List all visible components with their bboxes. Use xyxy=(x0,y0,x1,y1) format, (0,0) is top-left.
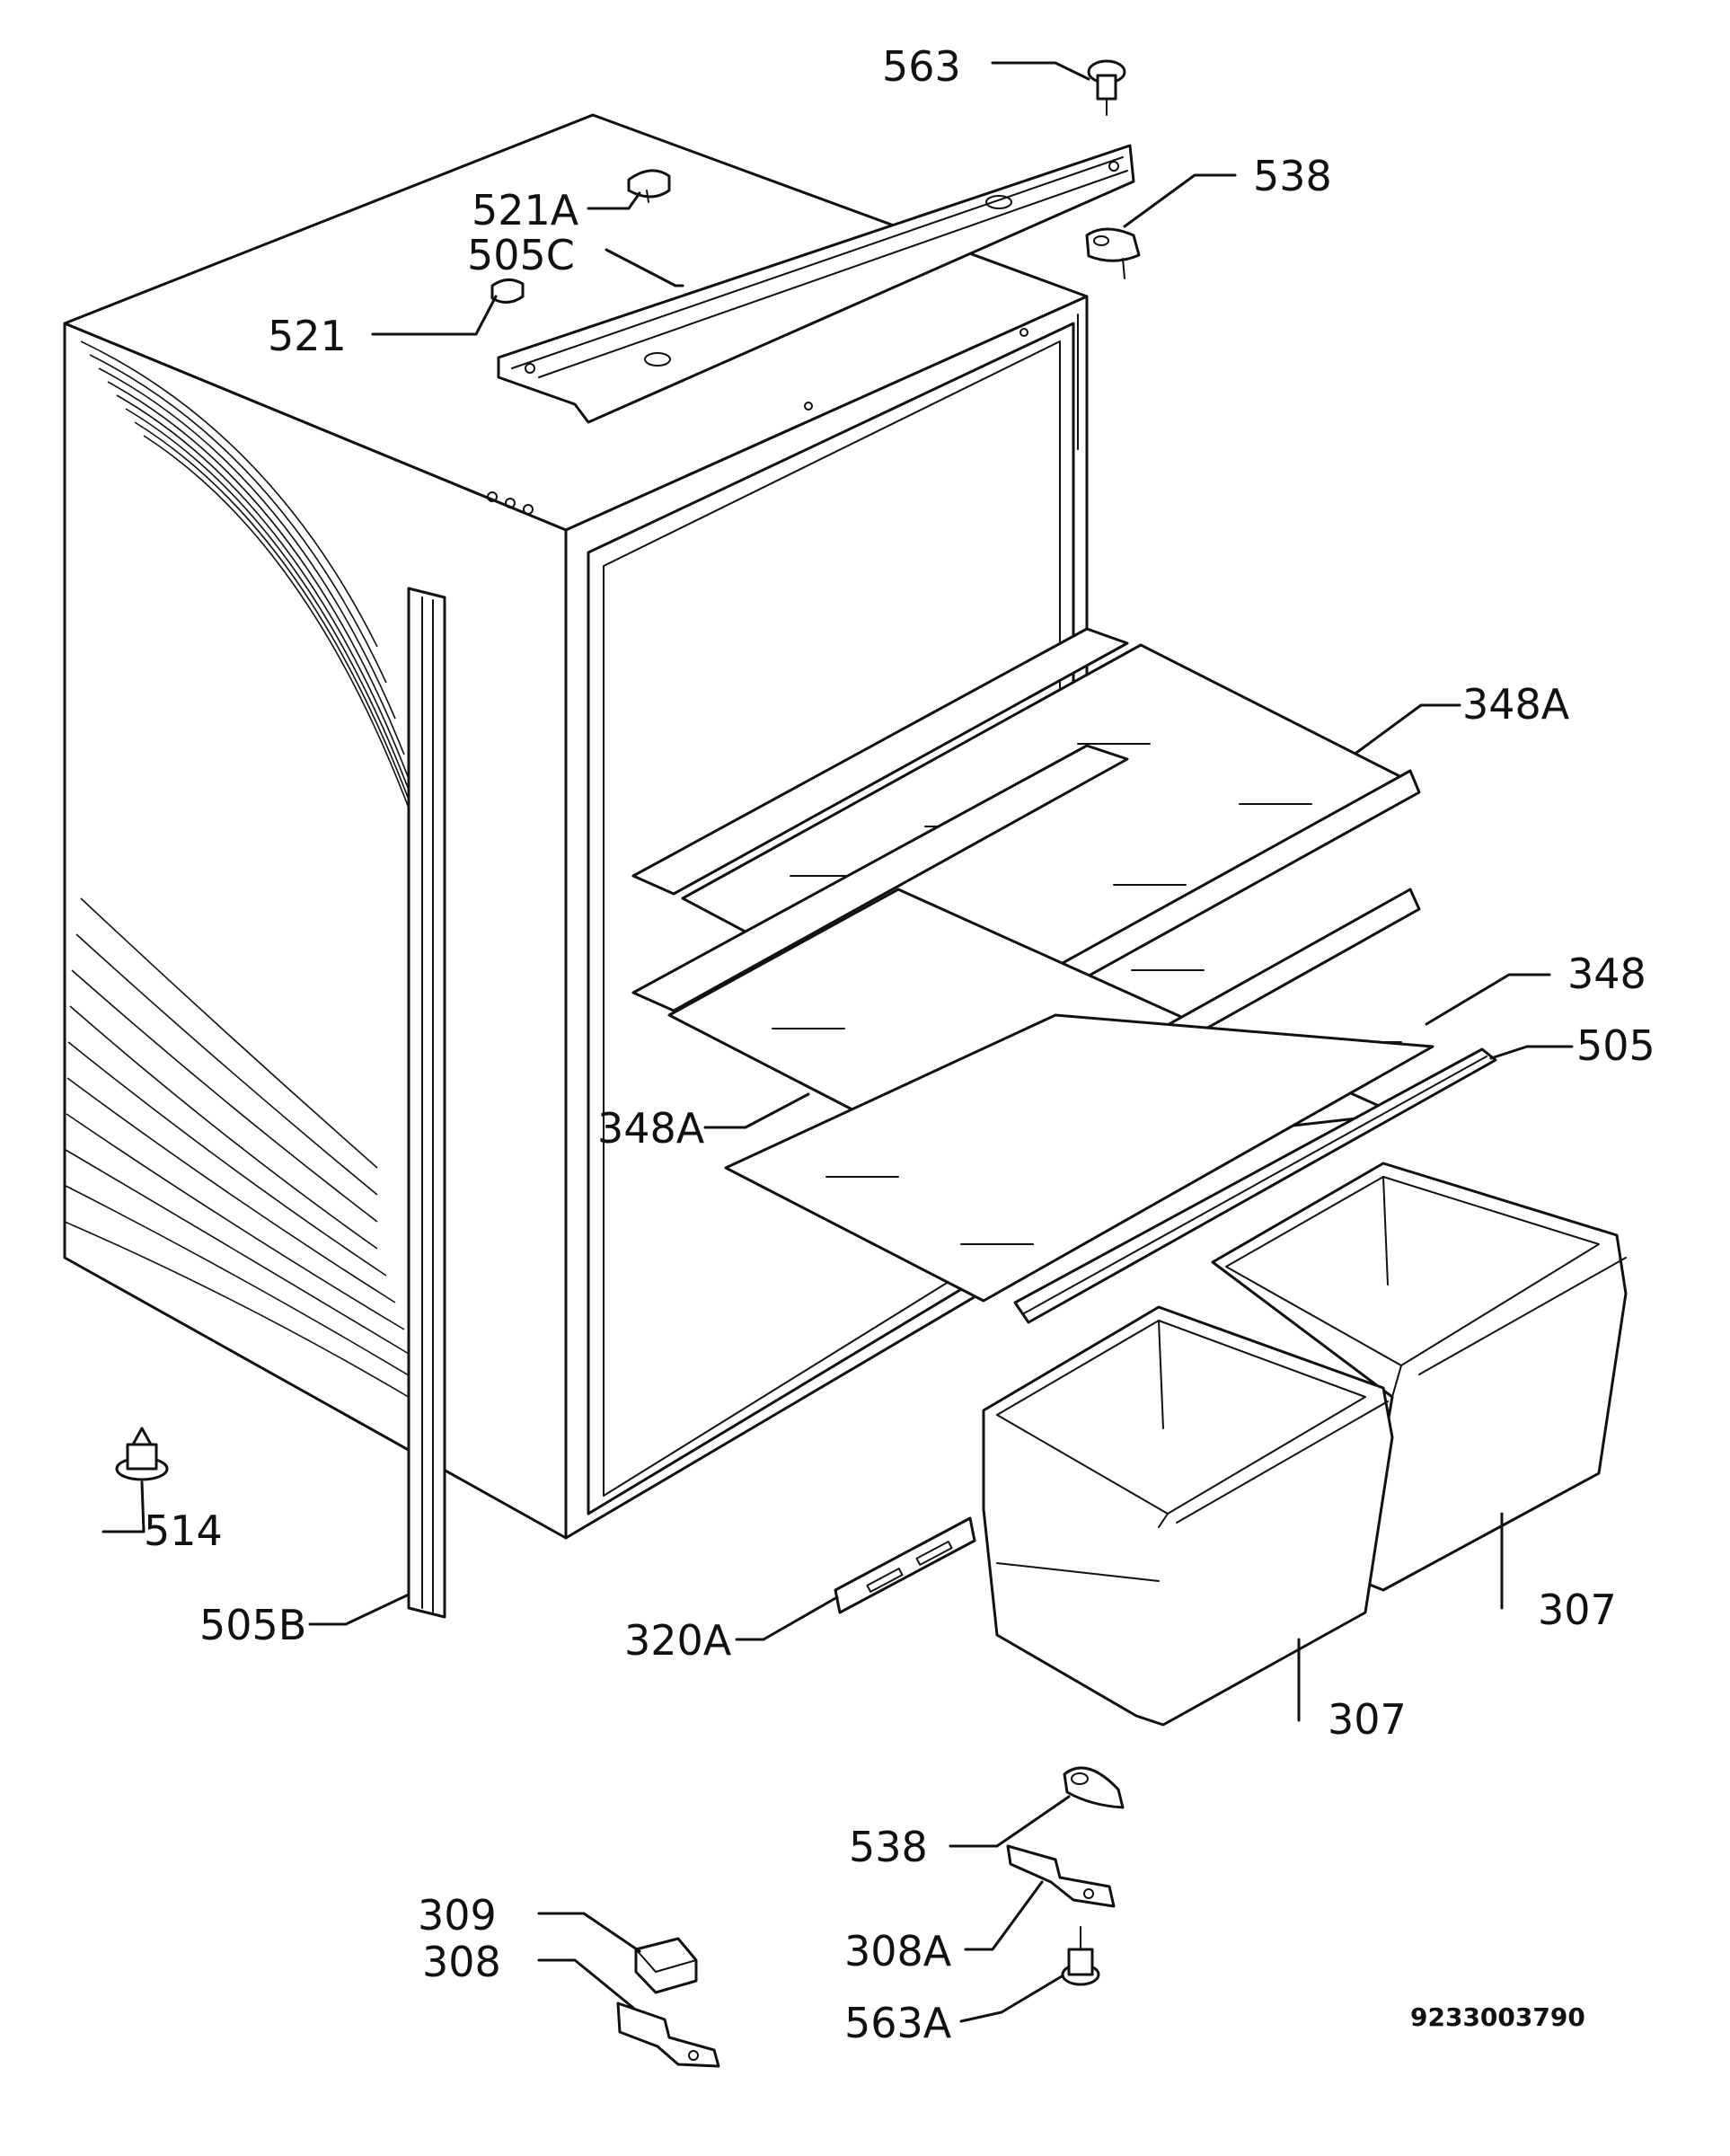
callout-505b: 505B xyxy=(199,1601,306,1649)
hinge-pin-538-bottom xyxy=(1063,1766,1125,1809)
foot-514 xyxy=(115,1427,169,1481)
screw-563-top xyxy=(1087,59,1126,116)
hinge-bracket xyxy=(497,144,1135,424)
block-309 xyxy=(634,1937,698,1994)
callout-514: 514 xyxy=(144,1507,223,1555)
hinge-pin-538-top xyxy=(1085,227,1141,279)
callout-307-right: 307 xyxy=(1538,1586,1617,1634)
bracket-308a xyxy=(1006,1844,1116,1908)
leader-lines xyxy=(102,61,1574,2023)
callout-348a-mid: 348A xyxy=(597,1104,705,1153)
door-seal-strip xyxy=(407,587,446,1619)
callout-309: 309 xyxy=(418,1891,497,1940)
callout-538-bottom: 538 xyxy=(849,1823,928,1871)
callout-563-top: 563 xyxy=(882,42,961,91)
callout-308: 308 xyxy=(422,1938,501,1986)
slide-rail-320a xyxy=(834,1516,976,1614)
glass-plate-348 xyxy=(724,1013,1434,1303)
callout-505c: 505C xyxy=(467,231,575,279)
callout-320a: 320A xyxy=(624,1616,732,1665)
side-shading xyxy=(64,340,441,1411)
crisper-drawer-front xyxy=(982,1305,1394,1727)
bracket-308 xyxy=(616,2001,720,2068)
callout-labels: 563 538 521A 505C 521 348A 348 505 348A … xyxy=(144,42,1655,2047)
callout-505: 505 xyxy=(1576,1021,1655,1070)
callout-307-front: 307 xyxy=(1328,1695,1407,1744)
callout-348a-top: 348A xyxy=(1462,680,1570,729)
rail-505 xyxy=(1013,1047,1497,1324)
callout-348: 348 xyxy=(1567,950,1646,998)
screw-563a xyxy=(1061,1926,1100,1986)
drawing-number: 9233003790 xyxy=(1410,2002,1585,2032)
callout-538-top: 538 xyxy=(1253,152,1332,200)
callout-563a: 563A xyxy=(844,1999,952,2047)
cap-521 xyxy=(490,278,525,304)
callout-521a: 521A xyxy=(472,186,579,234)
callout-521: 521 xyxy=(268,312,347,360)
callout-308a: 308A xyxy=(844,1927,952,1975)
